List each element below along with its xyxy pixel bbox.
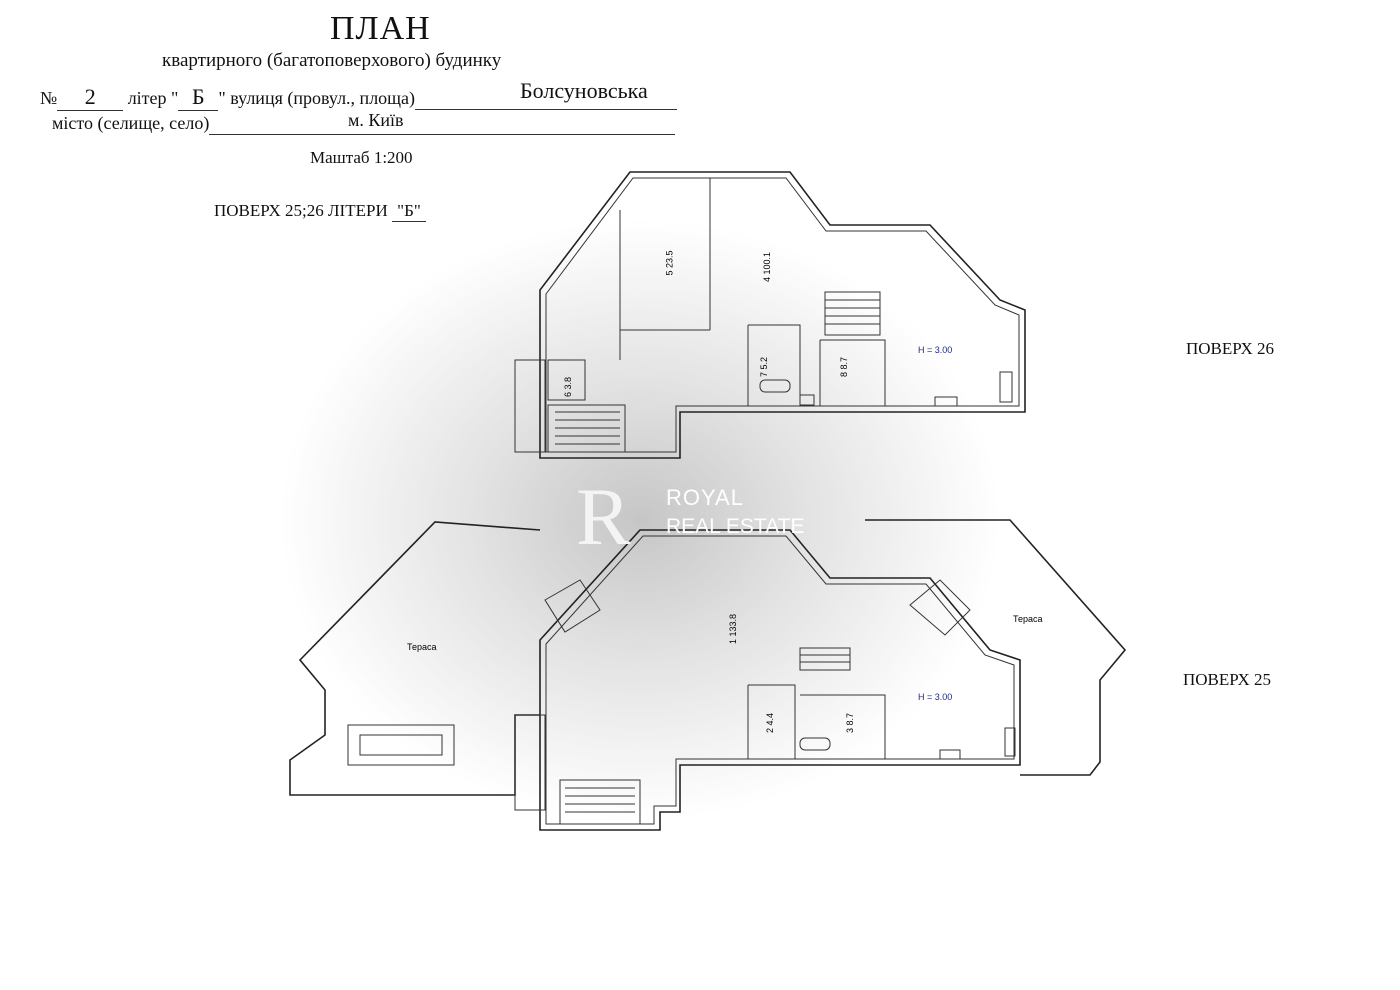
watermark-line2: REAL ESTATE [666,515,805,538]
room-7-label: 7 5.2 [759,356,770,378]
floor-25-height: H = 3.00 [918,692,953,702]
floors-caption: ПОВЕРХ 25;26 ЛІТЕРИ "Б" [214,201,426,222]
room-3-label: 3 8.7 [845,712,856,734]
room-4-label: 4 100.1 [762,251,773,283]
street-label: вулиця (провул., площа) [230,88,416,108]
room-5-label: 5 23.5 [664,250,675,276]
room-8-label: 8 8.7 [839,356,850,378]
room-6-label: 6 3.8 [563,376,574,398]
liter-prefix: літер " [127,88,179,108]
left-terrace-outline [289,521,541,796]
watermark-logo: R [576,471,631,562]
watermark-line1: ROYAL [666,485,744,510]
city-value: м. Київ [348,110,404,130]
liter-suffix: " [218,88,226,108]
page-title: ПЛАН [330,10,431,47]
document-subtitle: квартирного (багатоповерхового) будинку [162,50,502,71]
city-line: місто (селище, село) [52,113,676,135]
street-value: Болсуновська [520,78,648,103]
scale-label: Маштаб 1:200 [310,148,413,167]
floor-26-caption: ПОВЕРХ 26 [1186,339,1275,358]
city-label: місто (селище, село) [52,113,210,133]
terrace-left-label: Тераса [407,642,437,652]
right-terrace-outline [865,519,1127,776]
floors-label: ПОВЕРХ 25;26 ЛІТЕРИ [214,201,388,220]
floor-26-outer-wall [539,171,1026,459]
room-1-label: 1 133.8 [728,613,739,645]
number-value: 2 [57,84,124,111]
floor-25-caption: ПОВЕРХ 25 [1183,670,1272,689]
floor-25-plan [289,519,1127,831]
floor-26-height: H = 3.00 [918,345,953,355]
number-prefix: № [40,88,58,108]
floor-25-outer-wall [539,529,1021,831]
room-2-label: 2 4.4 [765,712,776,734]
floor-26-plan [514,171,1026,459]
floors-liter: "Б" [391,201,426,222]
terrace-right-label: Тераса [1013,614,1043,624]
liter-value: Б [178,84,219,111]
